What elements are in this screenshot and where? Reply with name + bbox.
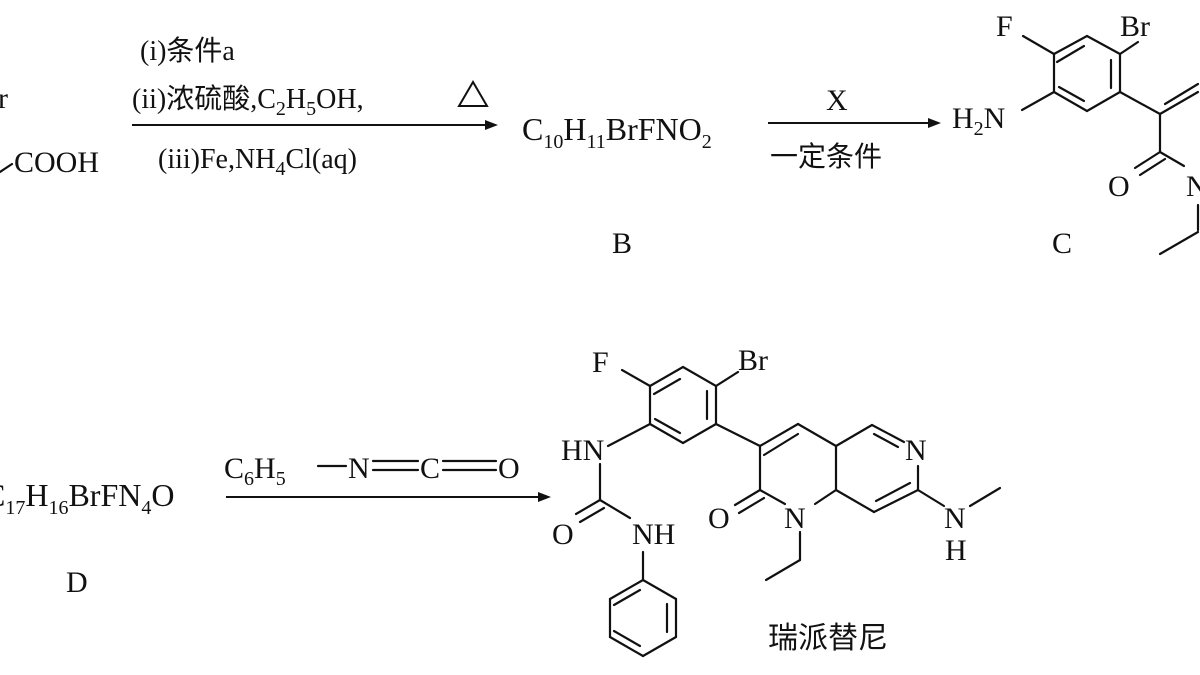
prod-atom-nh: NH <box>632 518 675 551</box>
c-atom-n: N <box>1186 170 1200 203</box>
prod-atom-f: F <box>592 346 609 379</box>
step1-condition-ii: (ii)浓硫酸,C2H5OH, <box>132 83 364 120</box>
step1-condition-iii: (iii)Fe,NH4Cl(aq) <box>158 144 357 180</box>
reagent-phenyl-isocyanate: C6H5 N C O <box>224 452 520 490</box>
c-atom-br: Br <box>1120 10 1150 43</box>
step3-arrowhead-icon <box>538 492 551 502</box>
step1-arrowhead-icon <box>485 120 498 130</box>
c-atom-h2n: H2N <box>952 102 1005 140</box>
reagent-n: N <box>348 452 370 485</box>
step2-reagent-x: X <box>826 84 848 117</box>
prod-atom-h-amine: H <box>945 534 967 567</box>
c-atom-o: O <box>1108 170 1130 203</box>
compound-b-formula: C10H11BrFNO2 <box>522 111 712 153</box>
prod-atom-br: Br <box>738 344 768 377</box>
compound-c-structure: F Br H2N O N <box>952 10 1200 256</box>
prod-atom-n-amine: N <box>944 502 966 535</box>
step2-condition: 一定条件 <box>770 141 882 173</box>
reagent-c: C <box>420 452 440 485</box>
prod-atom-o-urea: O <box>552 518 574 551</box>
c-atom-f: F <box>996 10 1013 43</box>
sm-fragment-r: r <box>0 82 8 115</box>
prod-atom-n-lactam: N <box>784 502 806 535</box>
reagent-c6h5: C6H5 <box>224 452 286 490</box>
compound-b-label: B <box>612 227 632 260</box>
step2-arrowhead-icon <box>928 118 941 128</box>
reagent-o: O <box>498 452 520 485</box>
prod-atom-n-ring: N <box>905 434 927 467</box>
compound-c-label: C <box>1052 227 1072 260</box>
step1-condition-i: (i)条件a <box>140 35 235 67</box>
sm-bond <box>0 162 14 174</box>
compound-d-label: D <box>66 566 88 599</box>
product-name: 瑞派替尼 <box>768 621 888 656</box>
sm-fragment-cooh: COOH <box>14 146 99 179</box>
heat-triangle-icon <box>457 80 489 107</box>
prod-atom-o-lactam: O <box>708 502 730 535</box>
prod-atom-hn: HN <box>561 434 604 467</box>
product-structure: F Br HN O NH O N N N H <box>552 344 1002 658</box>
